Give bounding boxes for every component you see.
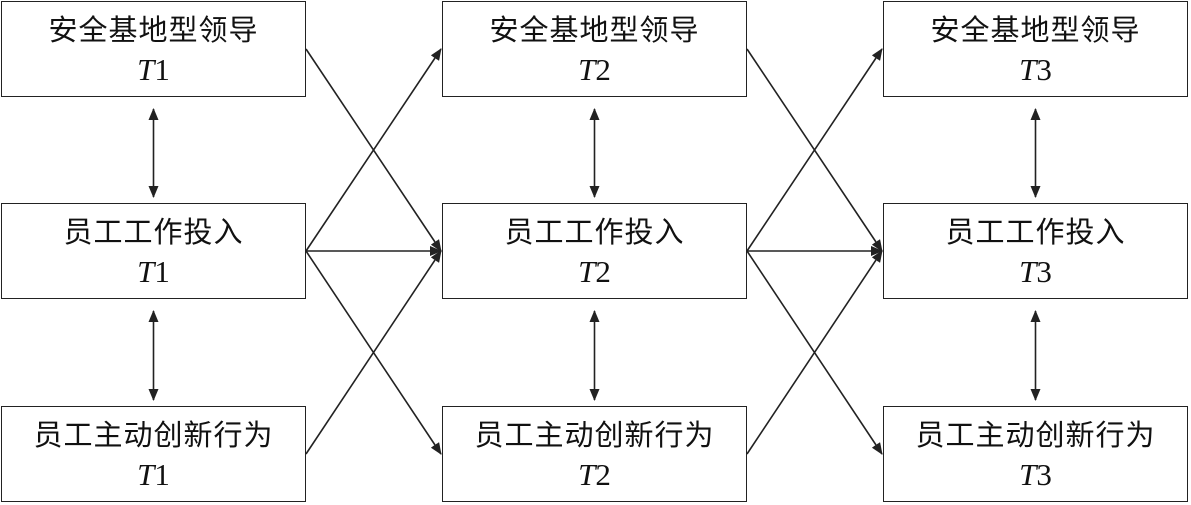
node-time-label: T3 <box>1019 253 1052 291</box>
time-letter: T <box>1019 457 1037 492</box>
time-index: 3 <box>1036 457 1052 492</box>
node-time-label: T1 <box>137 456 170 494</box>
time-letter: T <box>578 457 596 492</box>
node-time-label: T1 <box>137 253 170 291</box>
node-label: 员工主动创新行为 <box>33 418 274 452</box>
time-letter: T <box>1019 52 1037 87</box>
time-index: 2 <box>595 254 611 289</box>
time-index: 2 <box>595 52 611 87</box>
node-work-engagement-t3: 员工工作投入 T3 <box>883 203 1188 299</box>
links-layer <box>148 48 1041 455</box>
time-letter: T <box>137 254 155 289</box>
time-index: 1 <box>154 457 170 492</box>
node-label: 安全基地型领导 <box>489 13 700 47</box>
path-arrow-pi-t1-ew-t2 <box>305 250 442 455</box>
time-letter: T <box>137 52 155 87</box>
node-label: 员工工作投入 <box>504 215 685 249</box>
time-index: 3 <box>1036 254 1052 289</box>
node-time-label: T3 <box>1019 456 1052 494</box>
node-work-engagement-t1: 员工工作投入 T1 <box>1 203 306 299</box>
node-secure-base-leadership-t2: 安全基地型领导 T2 <box>442 1 747 97</box>
node-label: 员工工作投入 <box>945 215 1126 249</box>
time-letter: T <box>1019 254 1037 289</box>
node-label: 员工工作投入 <box>63 215 244 249</box>
node-proactive-innovation-t2: 员工主动创新行为 T2 <box>442 406 747 502</box>
node-secure-base-leadership-t3: 安全基地型领导 T3 <box>883 1 1188 97</box>
node-time-label: T2 <box>578 456 611 494</box>
node-proactive-innovation-t1: 员工主动创新行为 T1 <box>1 406 306 502</box>
time-index: 2 <box>595 457 611 492</box>
node-time-label: T2 <box>578 253 611 291</box>
node-secure-base-leadership-t1: 安全基地型领导 T1 <box>1 1 306 97</box>
path-arrow-ew-t1-sl-t2 <box>305 48 442 252</box>
time-letter: T <box>137 457 155 492</box>
time-index: 1 <box>154 254 170 289</box>
node-label: 员工主动创新行为 <box>915 418 1156 452</box>
time-letter: T <box>578 254 596 289</box>
node-time-label: T3 <box>1019 51 1052 89</box>
node-label: 安全基地型领导 <box>930 13 1141 47</box>
time-index: 1 <box>154 52 170 87</box>
time-index: 3 <box>1036 52 1052 87</box>
path-arrow-pi-t2-ew-t3 <box>746 250 883 455</box>
node-time-label: T2 <box>578 51 611 89</box>
node-proactive-innovation-t3: 员工主动创新行为 T3 <box>883 406 1188 502</box>
node-label: 安全基地型领导 <box>48 13 259 47</box>
node-work-engagement-t2: 员工工作投入 T2 <box>442 203 747 299</box>
path-arrow-ew-t2-sl-t3 <box>746 48 883 252</box>
node-label: 员工主动创新行为 <box>474 418 715 452</box>
time-letter: T <box>578 52 596 87</box>
node-time-label: T1 <box>137 51 170 89</box>
